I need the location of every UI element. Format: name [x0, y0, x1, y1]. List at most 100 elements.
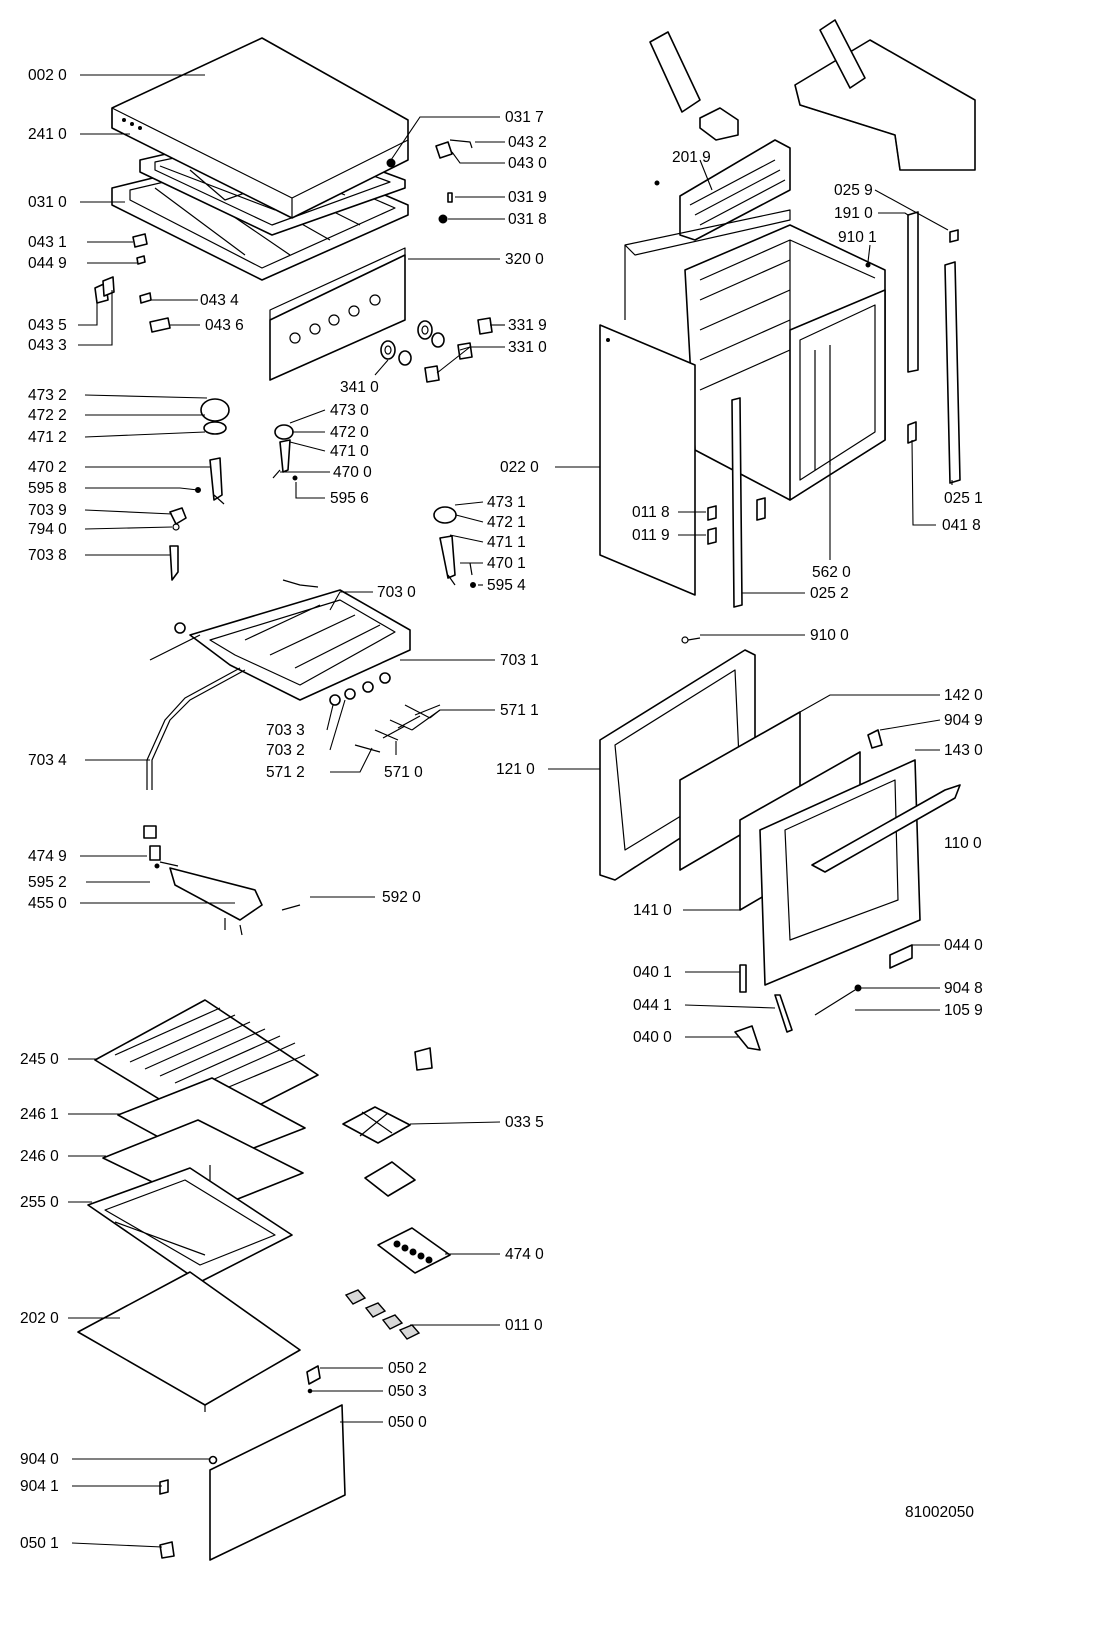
label-044-0: 044 0	[944, 937, 983, 954]
label-043-2: 043 2	[508, 134, 547, 151]
label-703-8: 703 8	[28, 547, 67, 564]
label-031-0: 031 0	[28, 194, 67, 211]
label-904-8: 904 8	[944, 980, 983, 997]
oven-side-rails	[654, 180, 961, 608]
label-904-1: 904 1	[20, 1478, 59, 1495]
label-202-0: 202 0	[20, 1310, 59, 1327]
label-031-7: 031 7	[505, 109, 544, 126]
label-255-0: 255 0	[20, 1194, 59, 1211]
label-470-1: 470 1	[487, 555, 526, 572]
label-470-2: 470 2	[28, 459, 67, 476]
label-110-0: 110 0	[944, 835, 982, 852]
label-044-1: 044 1	[633, 997, 672, 1014]
grill-burner	[149, 845, 301, 936]
label-595-8: 595 8	[28, 480, 67, 497]
gas-manifold-assembly	[143, 579, 441, 839]
label-031-8: 031 8	[508, 211, 547, 228]
label-331-9: 331 9	[508, 317, 547, 334]
label-472-2: 472 2	[28, 407, 67, 424]
label-043-0: 043 0	[508, 155, 547, 172]
label-474-9: 474 9	[28, 848, 67, 865]
hob-lid-assembly	[111, 37, 409, 281]
label-471-0: 471 0	[330, 443, 369, 460]
burners-and-injectors	[169, 398, 476, 588]
label-595-4: 595 4	[487, 577, 526, 594]
storage-drawer	[159, 1365, 346, 1561]
label-105-9: 105 9	[944, 1002, 983, 1019]
label-341-0: 341 0	[340, 379, 379, 396]
small-hob-parts	[94, 139, 473, 333]
label-703-9: 703 9	[28, 502, 67, 519]
label-246-1: 246 1	[20, 1106, 59, 1123]
label-703-3: 703 3	[266, 722, 305, 739]
label-041-8: 041 8	[942, 517, 981, 534]
label-025-2: 025 2	[810, 585, 849, 602]
label-011-9: 011 9	[632, 527, 670, 544]
label-794-0: 794 0	[28, 521, 67, 538]
label-011-0: 011 0	[505, 1317, 543, 1334]
label-002-0: 002 0	[28, 67, 67, 84]
label-246-0: 246 0	[20, 1148, 59, 1165]
label-571-2: 571 2	[266, 764, 305, 781]
label-904-0: 904 0	[20, 1451, 59, 1468]
label-595-2: 595 2	[28, 874, 67, 891]
label-043-5: 043 5	[28, 317, 67, 334]
label-043-4: 043 4	[200, 292, 239, 309]
label-043-1: 043 1	[28, 234, 67, 251]
label-142-0: 142 0	[944, 687, 983, 704]
label-703-2: 703 2	[266, 742, 305, 759]
knobs-and-bezels	[380, 317, 493, 383]
label-143-0: 143 0	[944, 742, 983, 759]
label-471-1: 471 1	[487, 534, 526, 551]
label-455-0: 455 0	[28, 895, 67, 912]
label-320-0: 320 0	[505, 251, 544, 268]
label-703-1: 703 1	[500, 652, 539, 669]
drawing-number: 81002050	[905, 1504, 974, 1521]
leader-lines	[68, 74, 953, 1548]
label-571-1: 571 1	[500, 702, 539, 719]
label-904-9: 904 9	[944, 712, 983, 729]
oven-back-panel	[679, 139, 791, 241]
label-472-0: 472 0	[330, 424, 369, 441]
label-050-1: 050 1	[20, 1535, 59, 1552]
accessory-kits	[342, 1047, 451, 1340]
label-050-3: 050 3	[388, 1383, 427, 1400]
label-025-1: 025 1	[944, 490, 983, 507]
label-595-6: 595 6	[330, 490, 369, 507]
oven-door-assembly	[599, 636, 961, 1051]
label-044-9: 044 9	[28, 255, 67, 272]
label-474-0: 474 0	[505, 1246, 544, 1263]
label-473-0: 473 0	[330, 402, 369, 419]
label-472-1: 472 1	[487, 514, 526, 531]
label-011-8: 011 8	[632, 504, 670, 521]
label-043-3: 043 3	[28, 337, 67, 354]
label-121-0: 121 0	[496, 761, 535, 778]
label-470-0: 470 0	[333, 464, 372, 481]
oven-side-panel	[599, 324, 696, 596]
label-241-0: 241 0	[28, 126, 67, 143]
label-473-1: 473 1	[487, 494, 526, 511]
label-331-0: 331 0	[508, 339, 547, 356]
label-703-4: 703 4	[28, 752, 67, 769]
label-191-0: 191 0	[834, 205, 873, 222]
oven-shelves-and-trays	[77, 999, 319, 1412]
label-040-0: 040 0	[633, 1029, 672, 1046]
label-141-0: 141 0	[633, 902, 672, 919]
label-562-0: 562 0	[812, 564, 851, 581]
label-033-5: 033 5	[505, 1114, 544, 1131]
label-050-0: 050 0	[388, 1414, 427, 1431]
control-panel	[269, 247, 406, 381]
label-043-6: 043 6	[205, 317, 244, 334]
label-910-0: 910 0	[810, 627, 849, 644]
part-labels: 002 0 241 0 031 0 043 1 044 9 043 5 043 …	[20, 67, 983, 1552]
label-571-0: 571 0	[384, 764, 423, 781]
label-025-9: 025 9	[834, 182, 873, 199]
label-592-0: 592 0	[382, 889, 421, 906]
oven-top-cover	[649, 19, 976, 171]
label-473-2: 473 2	[28, 387, 67, 404]
label-201-9: 201 9	[672, 149, 711, 166]
label-910-1: 910 1	[838, 229, 877, 246]
label-022-0: 022 0	[500, 459, 539, 476]
label-050-2: 050 2	[388, 1360, 427, 1377]
